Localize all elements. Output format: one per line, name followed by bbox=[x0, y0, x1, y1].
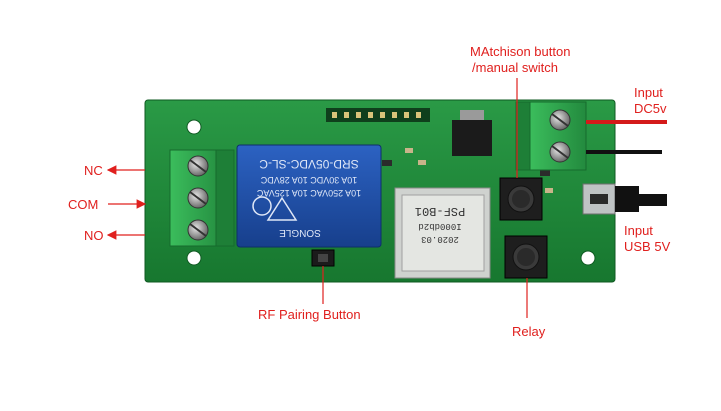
label-matchison-line1: MAtchison button bbox=[470, 44, 571, 59]
label-input-dc-line2: DC5v bbox=[634, 101, 667, 116]
label-com: COM bbox=[68, 197, 99, 212]
label-relay: Relay bbox=[512, 324, 546, 339]
relay-marking-3: 10A 250VAC 10A 125VAC bbox=[256, 188, 361, 198]
label-input-usb-line2: USB 5V bbox=[624, 239, 671, 254]
relay-marking-1: SRD-05VDC-SL-C bbox=[259, 157, 359, 171]
header-pins bbox=[326, 108, 430, 122]
label-input-usb-line1: Input bbox=[624, 223, 653, 238]
mounting-hole bbox=[186, 119, 202, 135]
module-marking-2: I000db2d bbox=[418, 221, 461, 231]
label-matchison-line2: /manual switch bbox=[472, 60, 558, 75]
relay-marking-2: 10A 30VDC 10A 28VDC bbox=[260, 175, 357, 185]
certification-logo bbox=[252, 196, 272, 216]
mounting-hole bbox=[580, 250, 596, 266]
triangle-logo bbox=[266, 196, 298, 221]
label-rf-pairing: RF Pairing Button bbox=[258, 307, 361, 322]
usb-plug bbox=[615, 186, 639, 212]
module-marking-3: 2020.03 bbox=[421, 234, 459, 244]
usb-cable bbox=[639, 194, 667, 206]
voltage-regulator bbox=[452, 120, 492, 156]
relay bbox=[236, 144, 382, 248]
label-nc: NC bbox=[84, 163, 103, 178]
label-input-dc-line1: Input bbox=[634, 85, 663, 100]
label-no: NO bbox=[84, 228, 104, 243]
module-marking-1: PSF-B01 bbox=[415, 204, 465, 218]
relay-brand: SONGLE bbox=[279, 227, 321, 238]
mounting-hole bbox=[186, 250, 202, 266]
